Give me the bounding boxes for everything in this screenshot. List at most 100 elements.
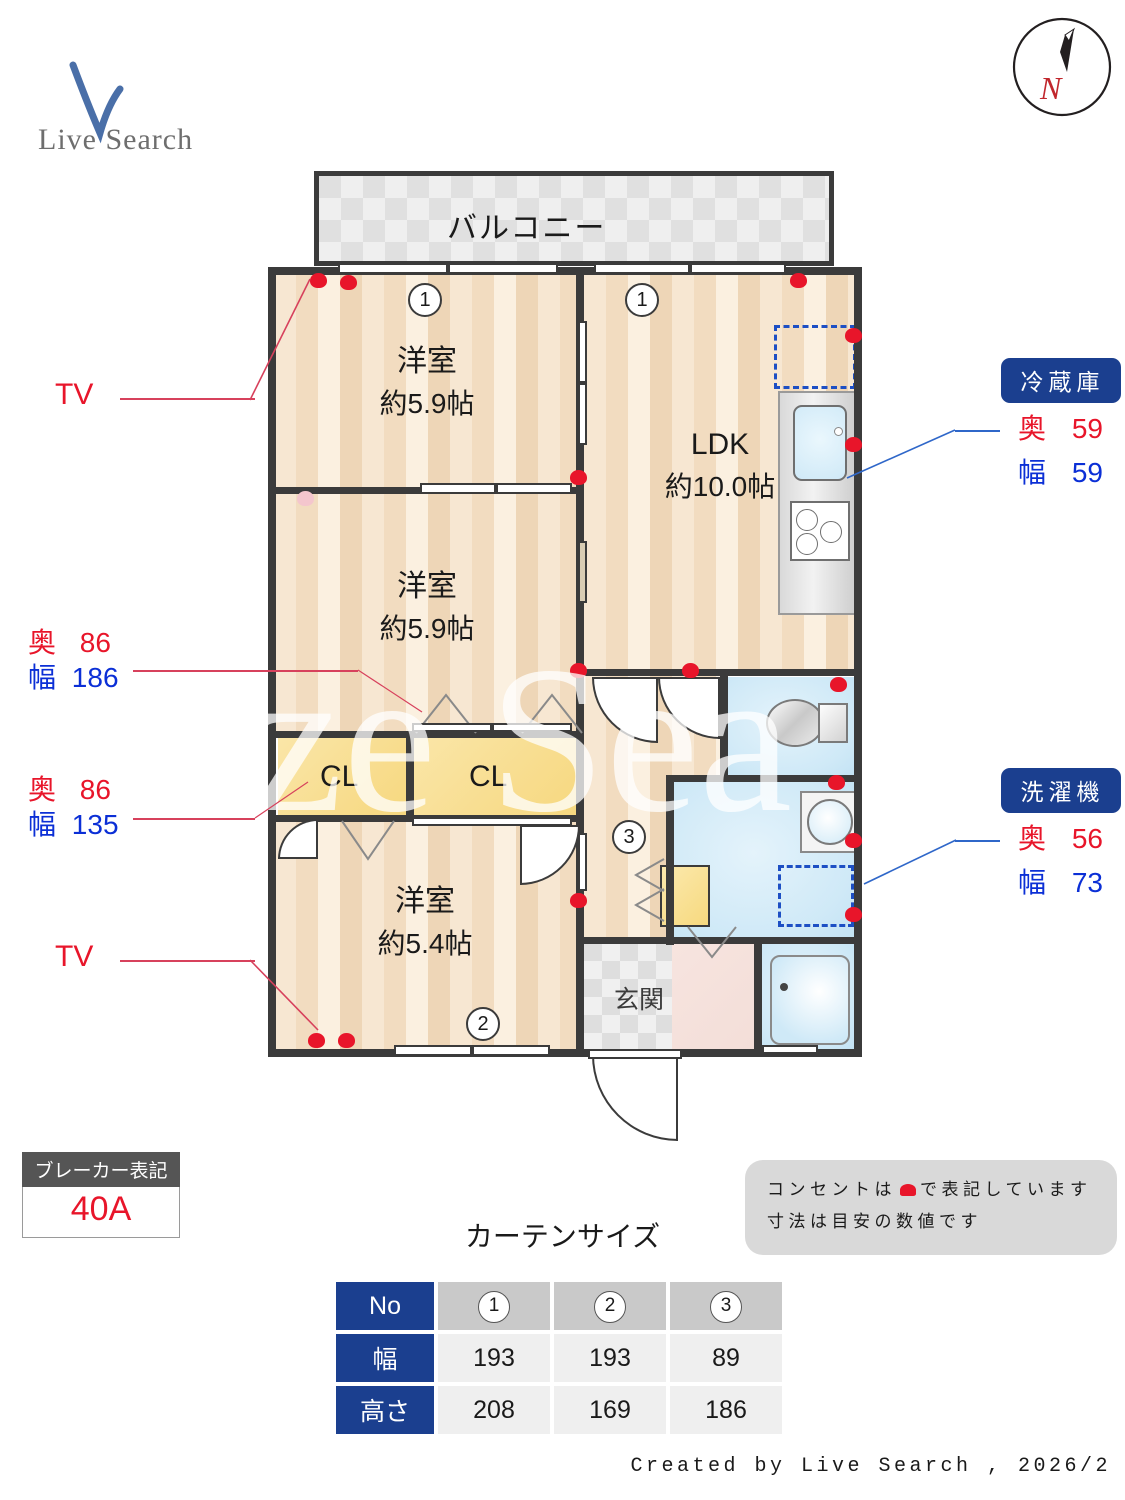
col-header-3: 3 xyxy=(670,1282,782,1330)
bath-door-sill xyxy=(762,1045,818,1054)
closet-right-sill xyxy=(412,817,572,826)
wall-ldk-corridor xyxy=(576,669,728,676)
row-header-width: 幅 xyxy=(336,1334,434,1382)
legend-note: コンセントはで表記しています 寸法は目安の数値です xyxy=(745,1160,1117,1255)
window-ldk-b xyxy=(690,263,786,274)
closet-label-left: CL xyxy=(320,760,359,793)
room-name: LDK xyxy=(690,428,750,461)
wall-bottom xyxy=(268,1049,862,1057)
curtain-marker-1: 1 xyxy=(408,283,442,317)
note-line-1: コンセントは で表記しています xyxy=(767,1174,1107,1206)
closet-upper-leader xyxy=(133,670,358,672)
wall-bath-divider xyxy=(754,937,762,1051)
window-bed3-b xyxy=(472,1045,550,1056)
outlet xyxy=(845,833,862,848)
door-ldk-bed2 xyxy=(578,541,587,603)
fold-door-storage xyxy=(633,858,665,922)
tv-label-bottom: TV xyxy=(55,940,94,973)
balcony-label: バルコニー xyxy=(447,212,607,245)
depth-key: 奥 xyxy=(28,627,57,658)
curtain-size-table: No 1 2 3 幅 193 193 89 高さ 208 169 186 xyxy=(332,1278,786,1438)
depth-value: 56 xyxy=(1071,823,1103,854)
room-label-ldk: LDK 約10.0帖 xyxy=(650,423,790,507)
depth-key: 奥 xyxy=(1018,823,1047,854)
width-key: 幅 xyxy=(28,662,57,693)
refrigerator-width-row: 幅 59 xyxy=(998,451,1123,491)
table-row-header: No 1 2 3 xyxy=(336,1282,782,1330)
closet-lower-leader-diagonal xyxy=(254,781,309,819)
door-ldk-bed1-b xyxy=(578,383,587,445)
wall-top xyxy=(268,267,862,275)
wall-closet-top xyxy=(268,731,584,738)
wall-center-vertical xyxy=(576,267,584,1051)
tv-label-top: TV xyxy=(55,378,94,411)
compass-needle-icon xyxy=(1060,29,1074,72)
fold-door-bath xyxy=(687,926,737,959)
floor-plan: バルコニー xyxy=(262,165,872,1141)
depth-value: 59 xyxy=(1071,413,1103,444)
closet-sill-b xyxy=(492,723,572,732)
room-name: 洋室 xyxy=(397,345,457,378)
col-header-1: 1 xyxy=(438,1282,550,1330)
refrigerator-tag: 冷蔵庫 xyxy=(1000,358,1121,403)
outlet xyxy=(570,470,587,485)
window-bed2-a xyxy=(420,483,496,494)
outlet xyxy=(790,273,807,288)
outlet xyxy=(845,437,862,452)
col-header-2: 2 xyxy=(554,1282,666,1330)
door-corridor-bed3 xyxy=(578,833,587,891)
closet-sill-a xyxy=(412,723,492,732)
outlet xyxy=(310,273,327,288)
wall-closet-divider xyxy=(406,731,414,819)
outlet xyxy=(828,775,845,790)
depth-key: 奥 xyxy=(1018,413,1047,444)
washer-leader-diagonal xyxy=(863,839,957,885)
wall-washroom-bottom xyxy=(666,937,862,944)
washer-tag: 洗濯機 xyxy=(1000,768,1121,813)
room-name: 洋室 xyxy=(397,570,457,603)
bathtub-icon xyxy=(770,955,850,1045)
kitchen-faucet-icon xyxy=(834,427,843,436)
washer-width-row: 幅 73 xyxy=(998,861,1123,901)
washing-machine-space xyxy=(778,865,854,927)
refrigerator-leader-diagonal xyxy=(846,429,956,479)
refrigerator-annotation: 冷蔵庫 奥 59 幅 59 xyxy=(998,358,1123,491)
brand-logo: Live Search xyxy=(30,45,260,170)
wall-washroom-left xyxy=(666,775,674,945)
curtain-marker-2: 1 xyxy=(625,283,659,317)
outlet xyxy=(845,328,862,343)
outlet xyxy=(340,275,357,290)
fold-door-bed2-left xyxy=(415,693,477,734)
refrigerator-depth-row: 奥 59 xyxy=(998,407,1123,447)
depth-value: 86 xyxy=(79,627,111,658)
toilet-icon xyxy=(766,699,824,747)
wall-washroom-top xyxy=(666,775,862,782)
window-ldk-a xyxy=(594,263,690,274)
window-bed2-b xyxy=(496,483,572,494)
outlet xyxy=(682,663,699,678)
row-header-no: No xyxy=(336,1282,434,1330)
width-value-1: 193 xyxy=(438,1334,550,1382)
wall-toilet-top xyxy=(720,669,858,676)
room-area: 約10.0帖 xyxy=(664,470,776,502)
tv-leader-top xyxy=(120,398,255,400)
breaker-title: ブレーカー表記 xyxy=(22,1152,180,1187)
washer-annotation: 洗濯機 奥 56 幅 73 xyxy=(998,768,1123,901)
room-label-bedroom-2: 洋室 約5.9帖 xyxy=(362,565,492,649)
washer-leader xyxy=(955,840,1000,842)
col-number: 2 xyxy=(594,1291,626,1323)
tv-leader-top-diagonal xyxy=(249,278,311,401)
height-value-1: 208 xyxy=(438,1386,550,1434)
table-row-height: 高さ 208 169 186 xyxy=(336,1386,782,1434)
depth-key: 奥 xyxy=(28,774,57,805)
closet-upper-leader-diagonal xyxy=(357,669,423,713)
stove-burner-icon xyxy=(820,521,842,543)
entrance-label: 玄関 xyxy=(614,986,665,1014)
row-header-height: 高さ xyxy=(336,1386,434,1434)
breaker-box: ブレーカー表記 40A xyxy=(22,1152,180,1238)
closet-lower-leader xyxy=(133,818,255,820)
width-value-3: 89 xyxy=(670,1334,782,1382)
width-value-2: 193 xyxy=(554,1334,666,1382)
note-line-1-prefix: コンセントは xyxy=(767,1180,896,1199)
note-line-1-suffix: で表記しています xyxy=(920,1180,1092,1199)
